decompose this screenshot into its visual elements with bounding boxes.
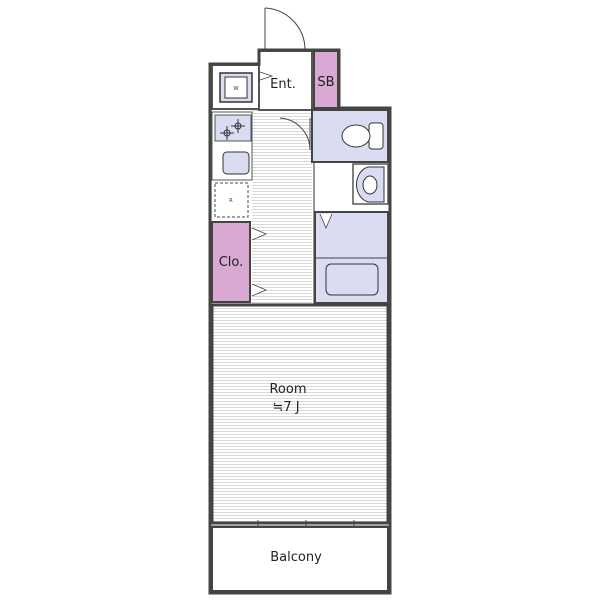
entrance-door xyxy=(264,7,306,51)
burner-icon xyxy=(220,119,245,140)
sink xyxy=(222,151,250,175)
kitchen-floor xyxy=(252,110,312,303)
stove xyxy=(214,114,252,142)
kitchen-counter xyxy=(211,111,253,181)
toilet-icon xyxy=(341,122,384,150)
closet-label: Clo. xyxy=(219,255,244,270)
refrigerator xyxy=(214,182,249,218)
closet-door-marker-lower xyxy=(251,283,268,297)
bathtub xyxy=(325,263,379,296)
washbasin-icon xyxy=(356,166,385,203)
refrigerator-label: R xyxy=(229,198,233,204)
washer-label: W xyxy=(234,86,239,92)
bathroom-door-marker xyxy=(319,213,333,230)
balcony-label: Balcony xyxy=(270,550,322,565)
entrance-door-marker xyxy=(259,71,274,81)
closet xyxy=(211,221,251,303)
room-size-label: ≒7 J xyxy=(272,400,299,415)
main-room xyxy=(210,303,390,525)
room-label: Room xyxy=(269,382,306,397)
entrance-label: Ent. xyxy=(270,77,296,92)
closet-door-marker-upper xyxy=(251,227,268,241)
outer-wall xyxy=(208,48,392,595)
shoe-box-label: SB xyxy=(317,75,334,90)
toilet-door xyxy=(279,117,311,151)
balcony xyxy=(211,526,389,592)
washer-drum xyxy=(224,76,248,99)
